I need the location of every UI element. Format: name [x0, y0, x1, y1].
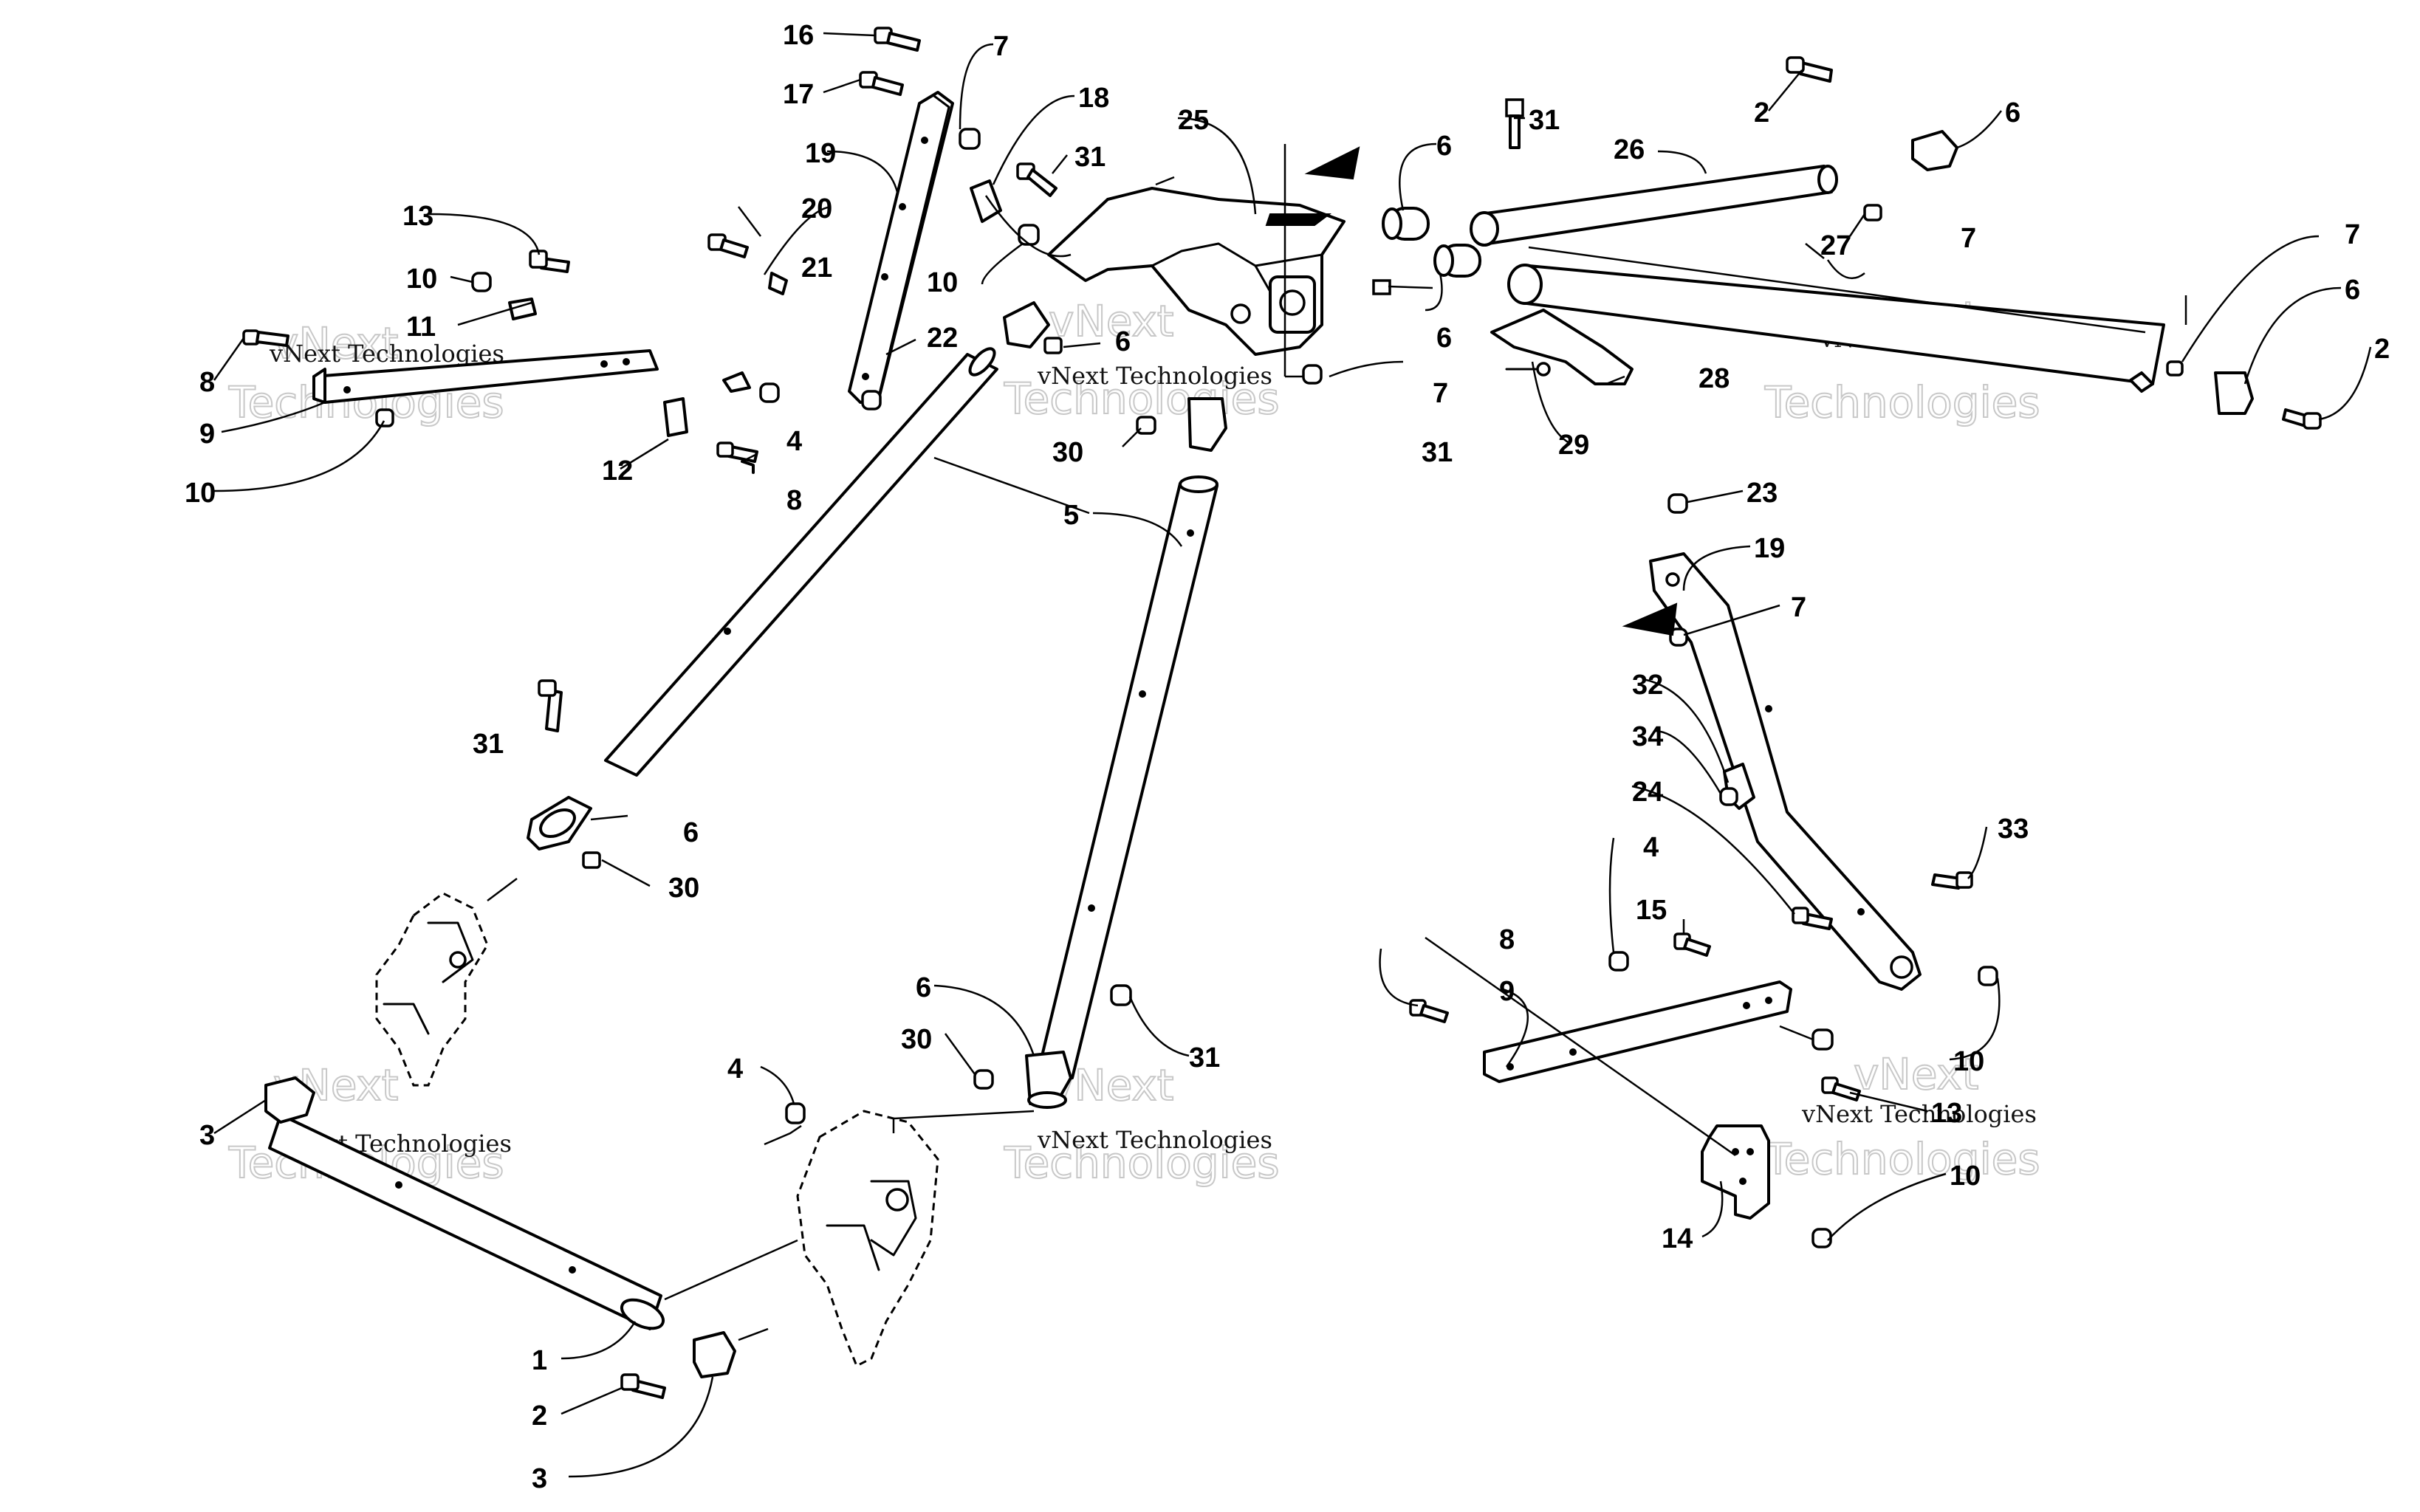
hardware-upper-left: [707, 27, 1063, 410]
callout-16: 16: [783, 20, 814, 51]
engine-mount-right: [796, 1110, 939, 1368]
callout-31: 31: [1074, 142, 1106, 173]
callout-4: 4: [727, 1054, 743, 1085]
callout-3: 3: [532, 1463, 547, 1494]
callout-13: 13: [1931, 1098, 1962, 1129]
engine-mount-left: [375, 878, 518, 1087]
callout-7: 7: [2345, 219, 2360, 250]
callout-23: 23: [1747, 478, 1778, 509]
clip-28: [1490, 309, 1634, 385]
callout-34: 34: [1632, 721, 1663, 752]
callout-19: 19: [1754, 533, 1785, 564]
callout-21: 21: [801, 252, 832, 284]
callout-10: 10: [927, 267, 958, 298]
collar-pair-upper: [1372, 207, 1481, 295]
tube-lower-left-1: [264, 1076, 806, 1399]
callout-11: 11: [406, 312, 436, 343]
callout-28: 28: [1699, 363, 1730, 394]
callout-5: 5: [1063, 500, 1079, 531]
bolt-31-top: [1505, 98, 1524, 149]
upper-steering-bracket: [1047, 144, 1346, 378]
arrow-marker-right: [1622, 602, 1678, 636]
callout-32: 32: [1632, 670, 1663, 701]
end-cap-right: [2166, 360, 2322, 430]
callout-27: 27: [1820, 230, 1851, 261]
callout-20: 20: [801, 193, 832, 224]
callout-8: 8: [1499, 924, 1515, 955]
callout-10: 10: [1953, 1046, 1984, 1077]
callout-31: 31: [473, 729, 504, 760]
callout-6: 6: [1436, 323, 1452, 354]
callout-1: 1: [532, 1345, 547, 1376]
callout-7: 7: [1961, 223, 1976, 254]
clamp-6-lower-center: [892, 984, 1132, 1133]
tube-left-diagonal: [604, 347, 998, 777]
callout-2: 2: [2374, 334, 2390, 365]
watermark-large: Technologies: [1764, 1134, 2040, 1184]
callout-9: 9: [199, 419, 215, 450]
watermark-small: vNext Technologies: [269, 340, 504, 368]
callout-31: 31: [1422, 437, 1453, 468]
callout-9: 9: [1499, 976, 1515, 1007]
callout-6: 6: [2005, 97, 2020, 128]
callout-2: 2: [1754, 97, 1769, 128]
arrow-marker-top: [1304, 146, 1360, 180]
callout-18: 18: [1078, 83, 1109, 114]
callout-10: 10: [185, 478, 216, 509]
callout-10: 10: [1950, 1161, 1981, 1192]
callout-8: 8: [199, 367, 215, 398]
callout-7: 7: [1791, 592, 1806, 623]
callout-8: 8: [786, 485, 802, 516]
watermark-small: vNext Technologies: [1037, 1126, 1272, 1154]
watermark-brand: vNext: [273, 318, 398, 368]
bracket-19-upper-left: [848, 91, 954, 404]
leader-lines: [213, 32, 2372, 1478]
callout-6: 6: [1436, 131, 1452, 162]
callout-31: 31: [1529, 105, 1560, 136]
callout-17: 17: [783, 79, 814, 110]
callout-15: 15: [1636, 895, 1667, 926]
callout-30: 30: [901, 1024, 932, 1055]
callout-24: 24: [1632, 777, 1663, 808]
watermark-brand: vNext: [1049, 296, 1173, 346]
callout-7: 7: [1433, 378, 1448, 409]
callout-33: 33: [1998, 814, 2029, 845]
clamp-6-middle-left: [527, 679, 601, 869]
callout-6: 6: [916, 972, 931, 1003]
callout-6: 6: [1115, 326, 1131, 357]
watermark-small: vNext Technologies: [1037, 362, 1272, 390]
callout-3: 3: [199, 1120, 215, 1151]
clamp-6-upper-middle: [1003, 301, 1323, 452]
callout-26: 26: [1614, 134, 1645, 165]
arm-9-left: [242, 250, 780, 474]
callout-22: 22: [927, 323, 958, 354]
watermark-small: vNext Technologies: [1801, 1100, 2037, 1128]
callout-29: 29: [1558, 430, 1589, 461]
callout-31: 31: [1189, 1042, 1220, 1073]
watermark-large: Technologies: [1004, 1138, 1280, 1188]
callout-4: 4: [786, 426, 802, 457]
callout-10: 10: [406, 264, 437, 295]
bracket-19-right: [1649, 493, 1998, 991]
watermark-large: Technologies: [1764, 377, 2040, 427]
callout-13: 13: [402, 201, 433, 232]
tube-upper-right-26: [1470, 165, 1838, 247]
callout-30: 30: [668, 873, 699, 904]
callout-6: 6: [2345, 275, 2360, 306]
callout-30: 30: [1052, 437, 1083, 468]
watermark-brand: vNext: [1854, 1049, 1978, 1099]
callout-14: 14: [1662, 1223, 1693, 1254]
arm-9-right: [1409, 932, 1861, 1248]
callout-4: 4: [1643, 832, 1659, 863]
callout-2: 2: [532, 1401, 547, 1432]
callout-19: 19: [805, 138, 836, 169]
callout-6: 6: [683, 817, 699, 848]
callout-7: 7: [993, 31, 1009, 62]
callout-12: 12: [602, 456, 633, 487]
callout-25: 25: [1178, 105, 1209, 136]
callout-labels: 16 17 7 18 19 31 25 31 6 26 2 6 13 20 21…: [185, 20, 2390, 1494]
